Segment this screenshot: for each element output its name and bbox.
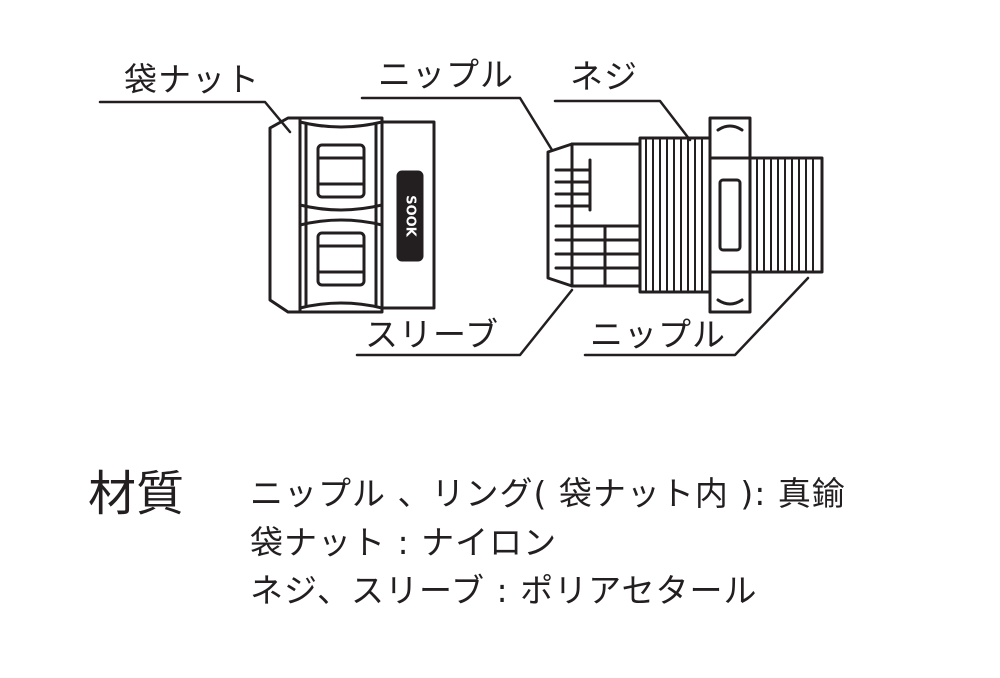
nut-marking: SOOK	[403, 195, 418, 237]
label-bag-nut: 袋ナット	[124, 60, 260, 99]
screw-part	[638, 116, 824, 314]
label-nipple-top: ニップル	[378, 55, 514, 94]
material-line-2: 袋ナット : ナイロン	[250, 523, 558, 562]
bag-nut-part	[268, 116, 436, 314]
label-nipple-bottom: ニップル	[590, 315, 726, 354]
fitting-drawing: SOOK	[98, 96, 824, 357]
fitting-diagram: SOOK 袋ナット ニップル ネジ スリーブ ニップル	[98, 55, 824, 357]
leader-lines	[98, 96, 810, 357]
label-sleeve: スリーブ	[365, 315, 500, 354]
material-title: 材質	[88, 466, 185, 522]
material-line-1: ニップル 、リング( 袋ナット内 ): 真鍮	[250, 474, 846, 513]
sleeve-part	[546, 142, 642, 288]
material-line-3: ネジ、スリーブ : ポリアセタール	[250, 571, 758, 610]
label-screw: ネジ	[570, 57, 638, 96]
